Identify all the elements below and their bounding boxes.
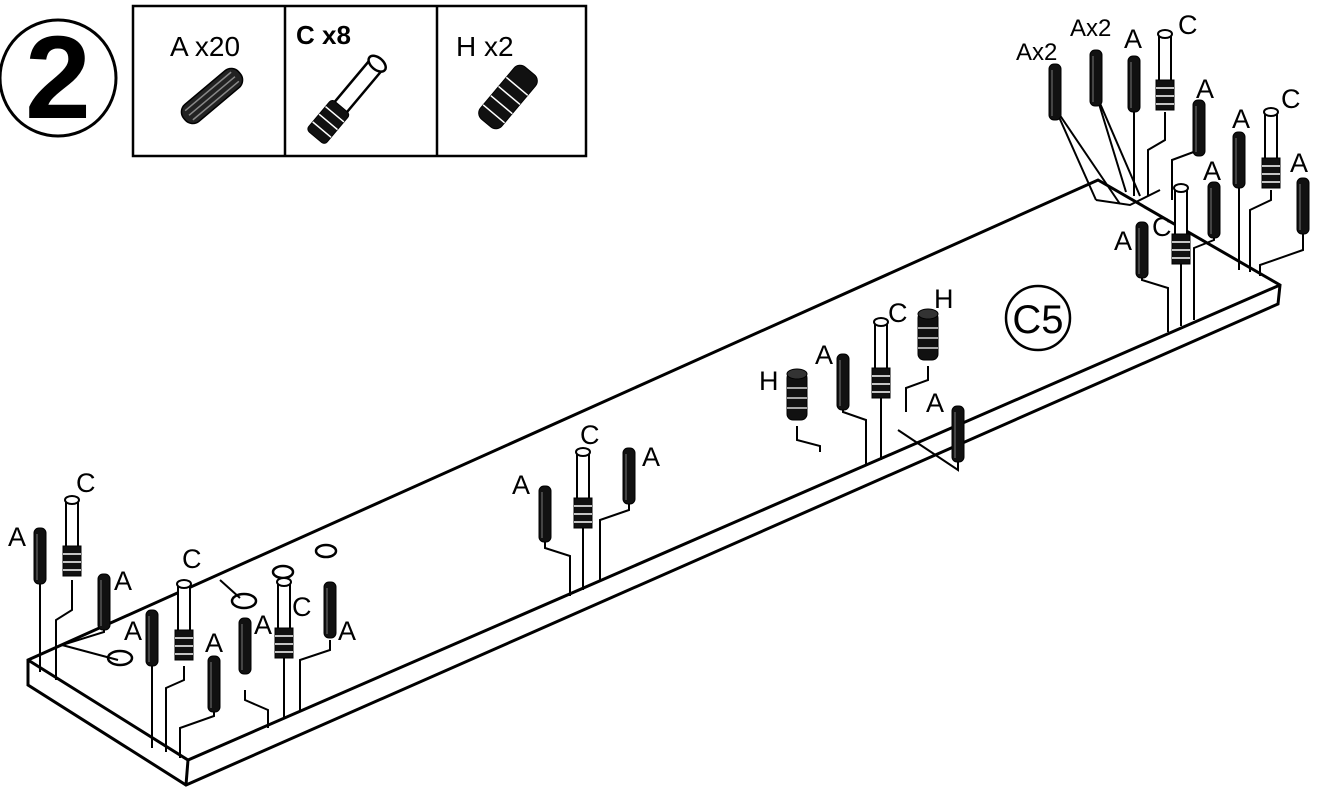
- callout-a: A: [1203, 156, 1221, 186]
- callout-a: A: [815, 340, 833, 370]
- dowel-part-a: [1192, 99, 1206, 157]
- callout-a: A: [1196, 74, 1214, 104]
- callout-c: C: [1152, 212, 1172, 242]
- step-circle: [0, 18, 118, 138]
- dowel-icon: [180, 67, 244, 125]
- dowel-part-a: [1232, 131, 1246, 189]
- panel-label: C5: [1012, 298, 1063, 342]
- step-number: 2: [25, 12, 91, 144]
- callout-a: A: [1114, 226, 1132, 256]
- part-cell-h: H x2: [456, 31, 538, 130]
- callout-a: A: [512, 470, 530, 500]
- callout-a: A: [338, 616, 356, 646]
- callout-a: A: [926, 388, 944, 418]
- dowel-part-a: [97, 573, 111, 631]
- callouts: A C A A C A A C A A C A H A C H A Ax2 Ax…: [8, 10, 1308, 658]
- dowel-part-a: [1135, 221, 1149, 279]
- screw-part-h: [917, 308, 939, 361]
- callout-c: C: [182, 544, 202, 574]
- panel-c5: C5: [26, 178, 1282, 787]
- part-c-quantity: C x8: [296, 20, 351, 50]
- dowel-part-a: [951, 405, 965, 463]
- dowel-part-a: [207, 655, 221, 713]
- part-a-quantity: A x20: [170, 31, 240, 62]
- cam-bolt-part-c: [174, 579, 194, 661]
- callout-a: A: [1124, 24, 1142, 54]
- dowel-part-a: [1296, 177, 1310, 235]
- dowel-part-a: [238, 617, 252, 675]
- callout-c: C: [888, 298, 908, 328]
- dowel-part-a: [622, 447, 636, 505]
- parts-box: A x20 C x8 H x2: [131, 4, 588, 158]
- dowel-part-a: [1207, 181, 1221, 239]
- screw-part-h: [786, 368, 808, 421]
- cam-bolt-part-c: [1261, 107, 1281, 189]
- cam-bolt-part-c: [573, 447, 593, 529]
- cam-bolt-part-c: [1171, 183, 1191, 265]
- callout-a: A: [254, 610, 272, 640]
- panel-board: [26, 178, 1282, 787]
- dowel-part-a: [1089, 49, 1103, 107]
- callout-c: C: [1281, 84, 1301, 114]
- callout-c: C: [1178, 10, 1198, 40]
- dowel-part-a: [1127, 55, 1141, 113]
- callout-a: A: [642, 442, 660, 472]
- dowel-part-a: [323, 581, 337, 639]
- callout-a: A: [1290, 148, 1308, 178]
- cam-bolt-part-c: [274, 577, 294, 659]
- callout-c: C: [292, 592, 312, 622]
- callout-h: H: [759, 366, 779, 396]
- callout-a: A: [205, 628, 223, 658]
- dowel-part-a: [145, 609, 159, 667]
- part-h-quantity: H x2: [456, 31, 514, 62]
- callout-a: A: [8, 522, 26, 552]
- dowel-part-a: [836, 353, 850, 411]
- cam-bolt-part-c: [1155, 29, 1175, 111]
- callout-a: A: [124, 616, 142, 646]
- callout-a: A: [114, 566, 132, 596]
- part-cell-a: A x20: [170, 31, 244, 125]
- callout-a-x2: Ax2: [1016, 39, 1057, 66]
- screw-icon: [478, 64, 538, 130]
- callout-c: C: [76, 468, 96, 498]
- cam-bolt-part-c: [871, 317, 891, 399]
- dowel-part-a: [33, 527, 47, 585]
- callout-a: A: [1232, 104, 1250, 134]
- cam-bolt-part-c: [62, 495, 82, 577]
- dowel-part-a: [538, 485, 552, 543]
- step-badge: 2: [0, 12, 118, 144]
- cam-bolt-icon: [307, 54, 387, 144]
- dowel-part-a: [1048, 63, 1062, 121]
- callout-h: H: [934, 284, 954, 314]
- callout-a-x2: Ax2: [1070, 15, 1111, 42]
- callout-c: C: [580, 420, 600, 450]
- part-cell-c: C x8: [296, 20, 387, 144]
- panel-label-circle: [1004, 284, 1072, 352]
